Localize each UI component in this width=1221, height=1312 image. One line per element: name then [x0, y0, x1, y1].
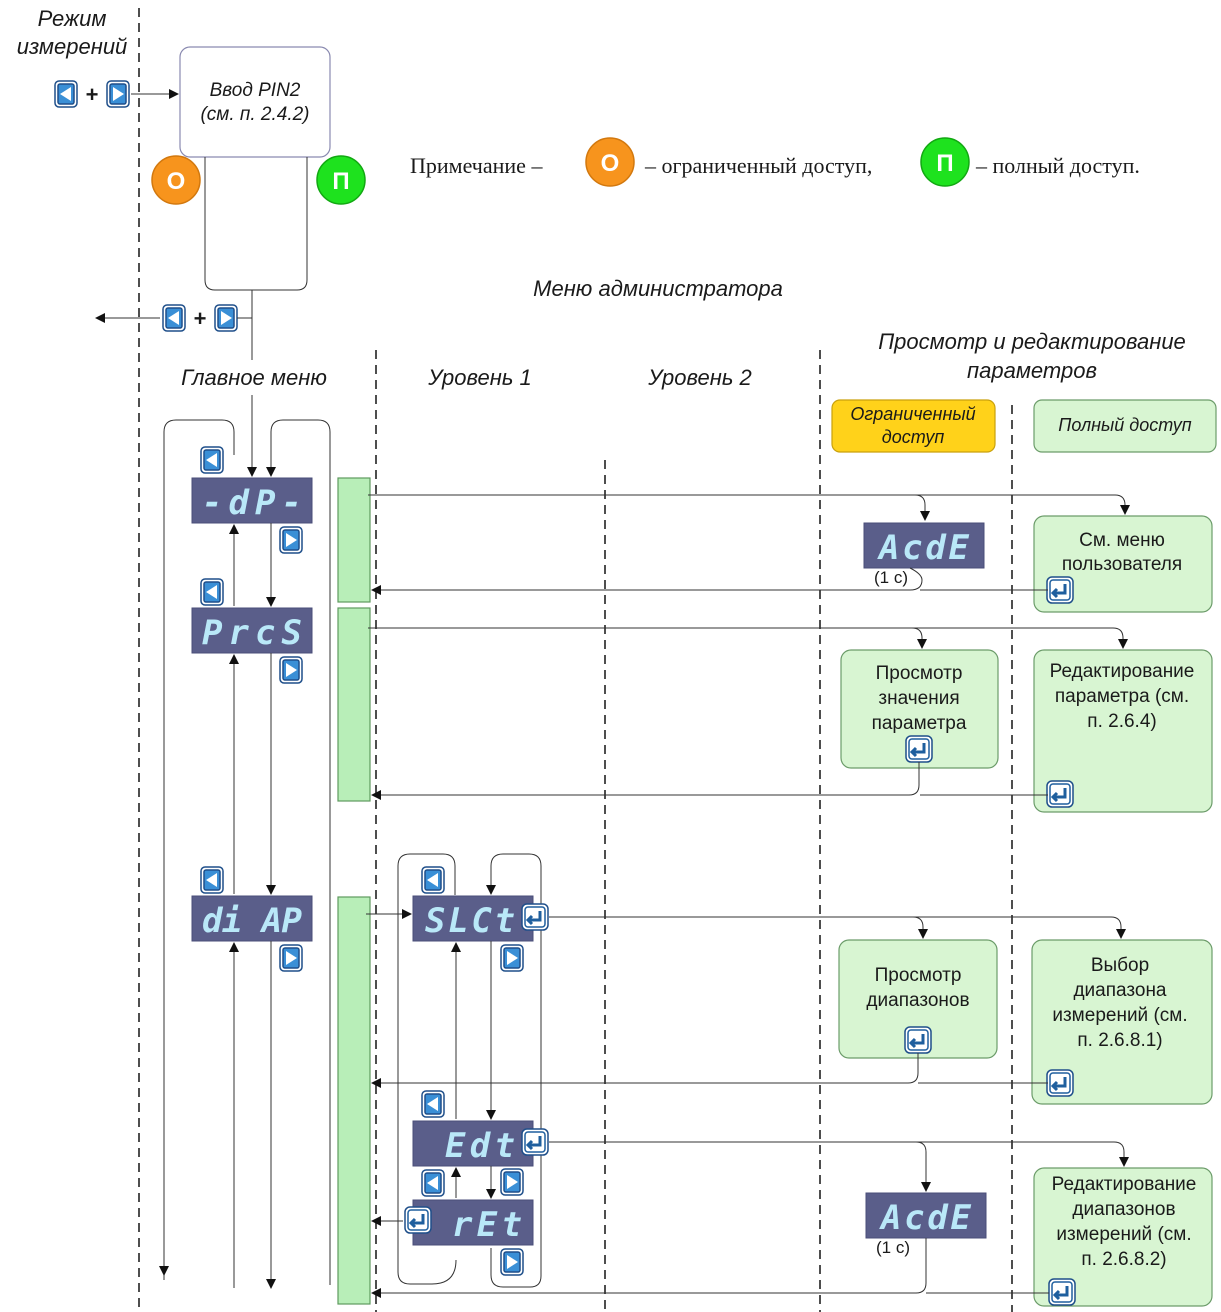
display-ret-text: rEt: [452, 1205, 522, 1245]
level1-loop-left: [397, 853, 457, 1285]
right-key-icon: [500, 1168, 524, 1196]
main-loop-left: [163, 419, 235, 1280]
restricted-access-label-2: доступ: [882, 427, 945, 447]
view-edit-header-1: Просмотр и редактирование: [878, 329, 1186, 354]
plus-sign-2: +: [194, 306, 207, 331]
left-key-icon: [162, 304, 186, 332]
edit-ranges-line-4: п. 2.6.8.2): [1081, 1249, 1166, 1270]
enter-key-icon: [520, 1127, 550, 1157]
view-param-line-1: Просмотр: [876, 663, 963, 684]
level1-header: Уровень 1: [427, 365, 532, 390]
restricted-access-header: [831, 399, 996, 453]
left-key-icon: [421, 866, 445, 894]
right-key-icon: [106, 80, 130, 108]
note-prefix: Примечание –: [410, 153, 543, 178]
full-badge-icon: [316, 155, 366, 205]
pin2-title: Ввод PIN2: [210, 80, 301, 101]
display-edt-text: Edt: [445, 1126, 515, 1166]
timing-1: (1 с): [874, 568, 908, 587]
note-restricted: – ограниченный доступ,: [644, 153, 872, 178]
restricted-badge-icon: [151, 155, 201, 205]
view-param-line-2: значения: [878, 688, 959, 709]
enter-key-icon: [1045, 1068, 1075, 1098]
left-key-icon: [54, 80, 78, 108]
select-range-line-1: Выбор: [1091, 955, 1149, 976]
level1-loop-right-bottom: [490, 1248, 542, 1288]
enter-key-icon: [904, 734, 934, 764]
restricted-badge-text: О: [167, 168, 186, 195]
restricted-access-label-1: Ограниченный: [850, 404, 975, 424]
enter-key-icon: [520, 902, 550, 932]
right-key-icon: [279, 526, 303, 554]
display-prcs: [191, 607, 313, 654]
select-range-line-2: диапазона: [1073, 980, 1166, 1001]
main-loop-right: [270, 419, 331, 1285]
plus-sign: +: [86, 82, 99, 107]
enter-key-icon: [903, 1025, 933, 1055]
left-key-icon: [421, 1090, 445, 1118]
note-full-badge: П: [936, 150, 953, 177]
right-key-icon: [214, 304, 238, 332]
pin-outputs: [204, 157, 308, 291]
pin2-box: [179, 46, 331, 158]
user-menu-line-1: См. меню: [1079, 530, 1165, 551]
bar-prcs: [337, 607, 371, 802]
display-diap-text: di AP: [202, 901, 303, 941]
select-range-box: [1031, 939, 1213, 1105]
view-ranges-line-1: Просмотр: [875, 965, 962, 986]
view-edit-header-2: параметров: [967, 358, 1097, 383]
user-menu-line-2: пользователя: [1062, 554, 1182, 575]
left-key-icon: [421, 1169, 445, 1197]
view-param-line-3: параметра: [872, 713, 967, 734]
bar-dp: [337, 477, 371, 603]
timing-2: (1 с): [876, 1238, 910, 1257]
level2-header: Уровень 2: [647, 365, 752, 390]
edit-param-line-2: параметра (см.: [1055, 686, 1189, 707]
note-full: – полный доступ.: [975, 153, 1140, 178]
edit-ranges-line-1: Редактирование: [1052, 1174, 1197, 1195]
left-key-icon: [200, 446, 224, 474]
main-menu-header: Главное меню: [181, 365, 327, 390]
select-range-line-4: п. 2.6.8.1): [1077, 1030, 1162, 1051]
edit-ranges-box: [1033, 1167, 1213, 1307]
full-access-header: [1033, 399, 1217, 453]
edit-param-line-3: п. 2.6.4): [1087, 711, 1156, 732]
edit-ranges-line-3: измерений (см.: [1056, 1224, 1191, 1245]
measure-mode-label-1: Режим: [38, 6, 107, 31]
right-key-icon: [500, 944, 524, 972]
enter-key-icon: [403, 1205, 433, 1235]
edit-param-line-1: Редактирование: [1050, 661, 1195, 682]
level1-loop-right: [486, 853, 542, 1276]
bar-diap: [337, 896, 371, 1305]
display-ret: [412, 1199, 534, 1246]
left-key-icon: [200, 866, 224, 894]
display-diap: [191, 895, 313, 942]
measure-mode-label-2: измерений: [17, 34, 128, 59]
edit-param-box: [1033, 649, 1213, 813]
display-dp: [191, 477, 313, 524]
pin2-ref: (см. п. 2.4.2): [200, 104, 309, 125]
edit-ranges-line-2: диапазонов: [1072, 1199, 1175, 1220]
enter-key-icon: [1047, 1277, 1077, 1307]
display-acde-1: [863, 522, 985, 569]
note-restricted-icon: [585, 137, 635, 187]
note-restricted-badge: О: [601, 150, 620, 177]
right-key-icon: [500, 1248, 524, 1276]
user-menu-box: [1033, 515, 1213, 613]
full-badge-text: П: [332, 168, 349, 195]
display-slct: [412, 895, 534, 942]
select-range-line-3: измерений (см.: [1052, 1005, 1187, 1026]
right-key-icon: [279, 656, 303, 684]
enter-key-icon: [1045, 575, 1075, 605]
left-key-icon: [200, 578, 224, 606]
full-access-label: Полный доступ: [1058, 415, 1192, 435]
display-acde-2: [865, 1192, 987, 1239]
note-full-icon: [920, 137, 970, 187]
enter-key-icon: [1045, 779, 1075, 809]
right-key-icon: [279, 944, 303, 972]
admin-menu-title: Меню администратора: [533, 276, 783, 301]
view-ranges-line-2: диапазонов: [866, 990, 969, 1011]
